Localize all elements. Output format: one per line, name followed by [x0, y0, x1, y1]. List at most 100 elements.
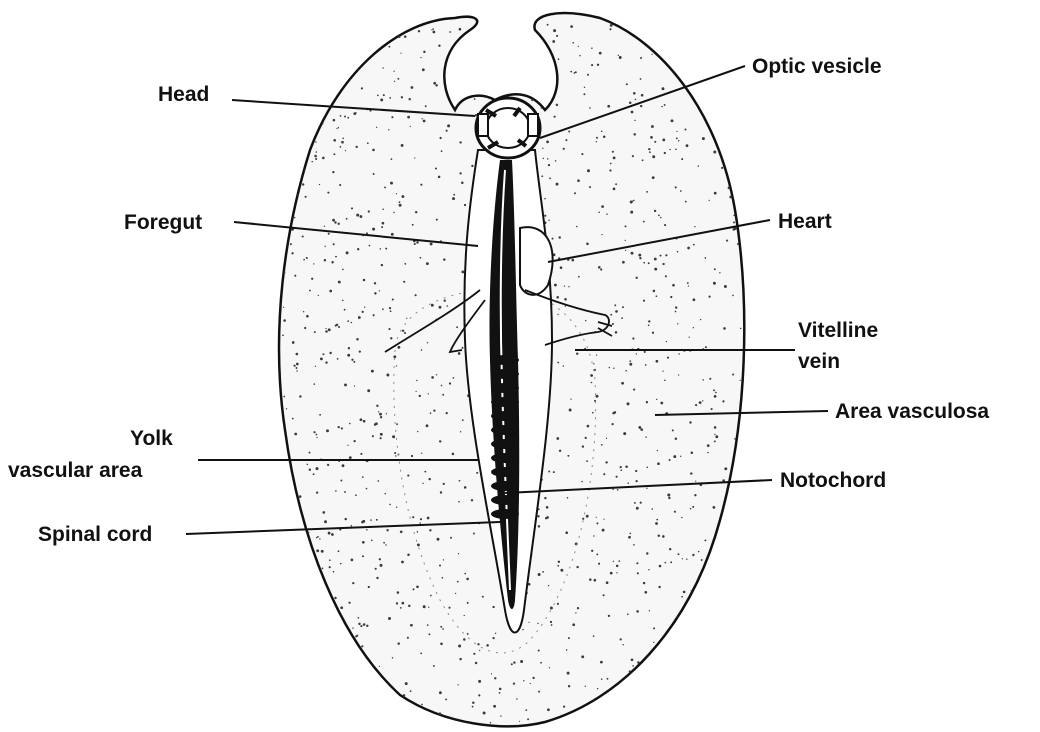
- stipple-dot: [361, 521, 364, 524]
- stipple-dot: [305, 13, 307, 15]
- stipple-dot: [386, 374, 389, 377]
- stipple-dot: [330, 637, 332, 639]
- stipple-dot: [635, 470, 637, 472]
- stipple-dot: [351, 359, 353, 361]
- somite: [491, 481, 519, 491]
- stipple-dot: [314, 331, 316, 333]
- stipple-dot: [349, 602, 351, 604]
- stipple-dot: [311, 605, 313, 607]
- stipple-dot: [620, 466, 622, 468]
- stipple-dot: [563, 365, 564, 366]
- stipple-dot: [342, 13, 344, 15]
- stipple-dot: [467, 633, 469, 635]
- stipple-dot: [602, 529, 605, 532]
- stipple-dot: [667, 494, 670, 497]
- stipple-dot: [643, 262, 645, 264]
- stipple-dot: [384, 186, 386, 188]
- stipple-dot: [296, 367, 298, 369]
- stipple-dot: [335, 490, 337, 492]
- stipple-dot: [297, 569, 299, 571]
- stipple-dot: [686, 559, 687, 560]
- stipple-dot: [635, 99, 637, 101]
- stipple-dot: [546, 141, 549, 144]
- stipple-dot: [753, 518, 755, 520]
- stipple-dot: [755, 484, 756, 485]
- stipple-dot: [626, 83, 628, 85]
- stipple-dot: [546, 506, 549, 509]
- stipple-dot: [269, 360, 271, 362]
- stipple-dot: [732, 177, 735, 180]
- stipple-dot: [713, 14, 715, 16]
- stipple-dot: [574, 192, 576, 194]
- stipple-dot: [275, 197, 277, 199]
- stipple-dot: [538, 691, 540, 693]
- stipple-dot: [273, 329, 275, 331]
- stipple-dot: [542, 61, 544, 63]
- stipple-dot: [393, 212, 394, 213]
- stipple-dot: [319, 184, 320, 185]
- stipple-dot: [319, 638, 321, 640]
- stipple-dot: [645, 436, 646, 437]
- stipple-dot: [540, 662, 542, 664]
- stipple-dot: [298, 637, 301, 640]
- stipple-dot: [402, 330, 404, 332]
- stipple-dot: [396, 423, 398, 425]
- stipple-dot: [439, 137, 441, 139]
- stipple-dot: [324, 259, 326, 261]
- stipple-dot: [586, 243, 589, 246]
- stipple-dot: [648, 569, 649, 570]
- stipple-dot: [640, 428, 643, 431]
- stipple-dot: [292, 341, 295, 344]
- stipple-dot: [361, 87, 363, 89]
- stipple-dot: [382, 222, 385, 225]
- stipple-dot: [372, 228, 375, 231]
- stipple-dot: [737, 656, 739, 658]
- stipple-dot: [698, 165, 699, 166]
- stipple-dot: [323, 677, 325, 679]
- stipple-dot: [684, 63, 687, 66]
- stipple-dot: [351, 525, 353, 527]
- stipple-dot: [593, 363, 594, 364]
- stipple-dot: [613, 157, 616, 160]
- stipple-dot: [450, 537, 452, 539]
- stipple-dot: [506, 84, 508, 86]
- stipple-dot: [654, 210, 656, 212]
- stipple-dot: [443, 559, 444, 560]
- stipple-dot: [340, 146, 342, 148]
- stipple-dot: [382, 208, 384, 210]
- stipple-dot: [392, 657, 393, 658]
- stipple-dot: [725, 33, 728, 36]
- stipple-dot: [601, 205, 604, 208]
- stipple-dot: [400, 14, 403, 17]
- stipple-dot: [370, 715, 373, 718]
- stipple-dot: [273, 553, 275, 555]
- stipple-dot: [289, 501, 292, 504]
- stipple-dot: [299, 395, 301, 397]
- stipple-dot: [462, 347, 464, 349]
- stipple-dot: [567, 455, 569, 457]
- stipple-dot: [579, 55, 580, 56]
- stipple-dot: [282, 141, 284, 143]
- stipple-dot: [755, 683, 757, 685]
- stipple-dot: [351, 322, 353, 324]
- stipple-dot: [612, 151, 614, 153]
- stipple-dot: [603, 473, 605, 475]
- stipple-dot: [538, 649, 540, 651]
- stipple-dot: [419, 522, 420, 523]
- stipple-dot: [324, 225, 325, 226]
- stipple-dot: [664, 152, 666, 154]
- stipple-dot: [603, 135, 606, 138]
- stipple-dot: [646, 552, 648, 554]
- stipple-dot: [720, 130, 722, 132]
- stipple-dot: [618, 55, 619, 56]
- stipple-dot: [329, 566, 331, 568]
- stipple-dot: [452, 197, 455, 200]
- stipple-dot: [751, 82, 753, 84]
- stipple-dot: [279, 130, 281, 132]
- stipple-dot: [334, 18, 337, 21]
- stipple-dot: [585, 686, 586, 687]
- stipple-dot: [329, 290, 332, 293]
- stipple-dot: [494, 677, 496, 679]
- stipple-dot: [519, 17, 521, 19]
- stipple-dot: [678, 353, 679, 354]
